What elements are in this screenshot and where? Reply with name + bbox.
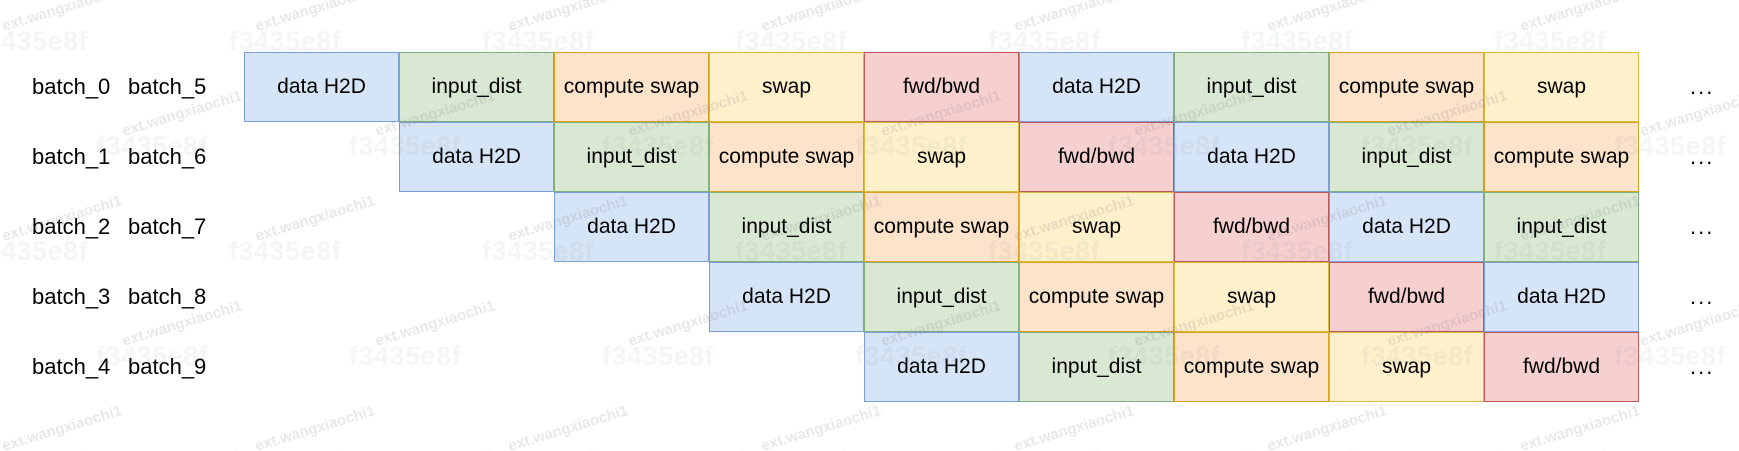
stage-cell-fwd-bwd[interactable]: fwd/bwd: [1174, 192, 1329, 262]
row-label-secondary: batch_8: [128, 284, 207, 309]
stage-cell-fwd-bwd[interactable]: fwd/bwd: [864, 52, 1019, 122]
stage-cell-swap[interactable]: swap: [1329, 332, 1484, 402]
stage-cell-input-dist[interactable]: input_dist: [1174, 52, 1329, 122]
stage-cell-swap[interactable]: swap: [1019, 192, 1174, 262]
stage-cell-compute-swap[interactable]: compute swap: [864, 192, 1019, 262]
row-continuation-ellipsis: ...: [1690, 354, 1715, 379]
row-label-primary: batch_1: [32, 144, 111, 169]
stage-cell-swap[interactable]: swap: [1484, 52, 1639, 122]
stage-cell-data-h2d[interactable]: data H2D: [244, 52, 399, 122]
row-continuation-ellipsis: ...: [1690, 284, 1715, 309]
row-label-secondary: batch_9: [128, 354, 207, 379]
stage-cell-compute-swap[interactable]: compute swap: [1174, 332, 1329, 402]
row-label-primary: batch_3: [32, 284, 111, 309]
stage-cell-swap[interactable]: swap: [1174, 262, 1329, 332]
stage-cell-input-dist[interactable]: input_dist: [864, 262, 1019, 332]
stage-cell-compute-swap[interactable]: compute swap: [1484, 122, 1639, 192]
stage-cell-compute-swap[interactable]: compute swap: [1019, 262, 1174, 332]
stage-cell-compute-swap[interactable]: compute swap: [1329, 52, 1484, 122]
stage-cell-data-h2d[interactable]: data H2D: [1329, 192, 1484, 262]
stage-cell-swap[interactable]: swap: [709, 52, 864, 122]
stage-cell-input-dist[interactable]: input_dist: [709, 192, 864, 262]
stage-cell-fwd-bwd[interactable]: fwd/bwd: [1484, 332, 1639, 402]
stage-cell-input-dist[interactable]: input_dist: [554, 122, 709, 192]
stage-cell-swap[interactable]: swap: [864, 122, 1019, 192]
row-label-group: batch_0 batch_5: [32, 52, 212, 122]
row-label-group: batch_3 batch_8: [32, 262, 212, 332]
row-label-group: batch_4 batch_9: [32, 332, 212, 402]
stage-cell-input-dist[interactable]: input_dist: [1484, 192, 1639, 262]
stage-cell-fwd-bwd[interactable]: fwd/bwd: [1329, 262, 1484, 332]
row-continuation-ellipsis: ...: [1690, 74, 1715, 99]
stage-cell-input-dist[interactable]: input_dist: [1329, 122, 1484, 192]
row-label-group: batch_2 batch_7: [32, 192, 212, 262]
stage-cell-fwd-bwd[interactable]: fwd/bwd: [1019, 122, 1174, 192]
row-label-secondary: batch_6: [128, 144, 207, 169]
stage-cell-data-h2d[interactable]: data H2D: [1174, 122, 1329, 192]
row-continuation-ellipsis: ...: [1690, 144, 1715, 169]
row-label-primary: batch_4: [32, 354, 111, 379]
stage-cell-data-h2d[interactable]: data H2D: [399, 122, 554, 192]
row-label-primary: batch_0: [32, 74, 111, 99]
stage-cell-input-dist[interactable]: input_dist: [1019, 332, 1174, 402]
row-label-primary: batch_2: [32, 214, 111, 239]
row-label-group: batch_1 batch_6: [32, 122, 212, 192]
stage-cell-data-h2d[interactable]: data H2D: [864, 332, 1019, 402]
row-continuation-ellipsis: ...: [1690, 214, 1715, 239]
stage-cell-input-dist[interactable]: input_dist: [399, 52, 554, 122]
stage-cell-data-h2d[interactable]: data H2D: [554, 192, 709, 262]
stage-cell-data-h2d[interactable]: data H2D: [709, 262, 864, 332]
row-label-secondary: batch_7: [128, 214, 207, 239]
row-label-secondary: batch_5: [128, 74, 207, 99]
stage-cell-data-h2d[interactable]: data H2D: [1484, 262, 1639, 332]
stage-cell-data-h2d[interactable]: data H2D: [1019, 52, 1174, 122]
stage-cell-compute-swap[interactable]: compute swap: [554, 52, 709, 122]
stage-cell-compute-swap[interactable]: compute swap: [709, 122, 864, 192]
